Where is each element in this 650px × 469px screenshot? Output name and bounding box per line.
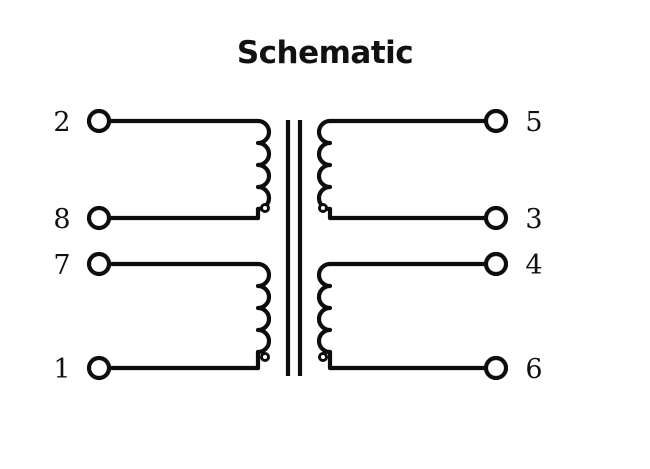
terminal-label-5: 5 [525, 107, 542, 138]
terminal-ring-6[interactable] [483, 355, 509, 381]
polarity-dot-right-bottom-center [321, 355, 325, 359]
terminal-label-6: 6 [525, 354, 542, 385]
coil-turns-left-bottom [255, 261, 272, 355]
terminal-label-4: 4 [525, 250, 542, 281]
terminal-ring-7[interactable] [86, 251, 112, 277]
terminal-label-8: 8 [53, 204, 70, 235]
terminal-ring-4[interactable] [483, 251, 509, 277]
winding-left-top [106, 118, 272, 221]
coil-turns-right-top [316, 118, 333, 212]
terminal-rings [86, 108, 509, 381]
coil-turns-right-bottom [316, 261, 333, 355]
terminal-ring-5[interactable] [483, 108, 509, 134]
terminal-labels: 2 8 7 1 5 3 4 6 [53, 107, 542, 385]
terminal-label-1: 1 [53, 354, 70, 385]
polarity-dot-left-bottom-center [263, 355, 267, 359]
terminal-ring-1[interactable] [86, 355, 112, 381]
winding-right-top [316, 118, 489, 221]
terminal-ring-8[interactable] [86, 205, 112, 231]
coil-turns-left-top [255, 118, 272, 212]
polarity-dot-right-top-center [321, 206, 325, 210]
winding-left-bottom [106, 261, 272, 371]
terminal-label-2: 2 [53, 107, 70, 138]
terminal-label-7: 7 [53, 250, 70, 281]
winding-right-bottom [316, 261, 489, 371]
terminal-label-3: 3 [525, 204, 542, 235]
iron-core [285, 120, 303, 376]
terminal-ring-2[interactable] [86, 108, 112, 134]
polarity-dot-left-top-center [263, 206, 267, 210]
page-title: Schematic [236, 35, 414, 71]
terminal-ring-3[interactable] [483, 205, 509, 231]
